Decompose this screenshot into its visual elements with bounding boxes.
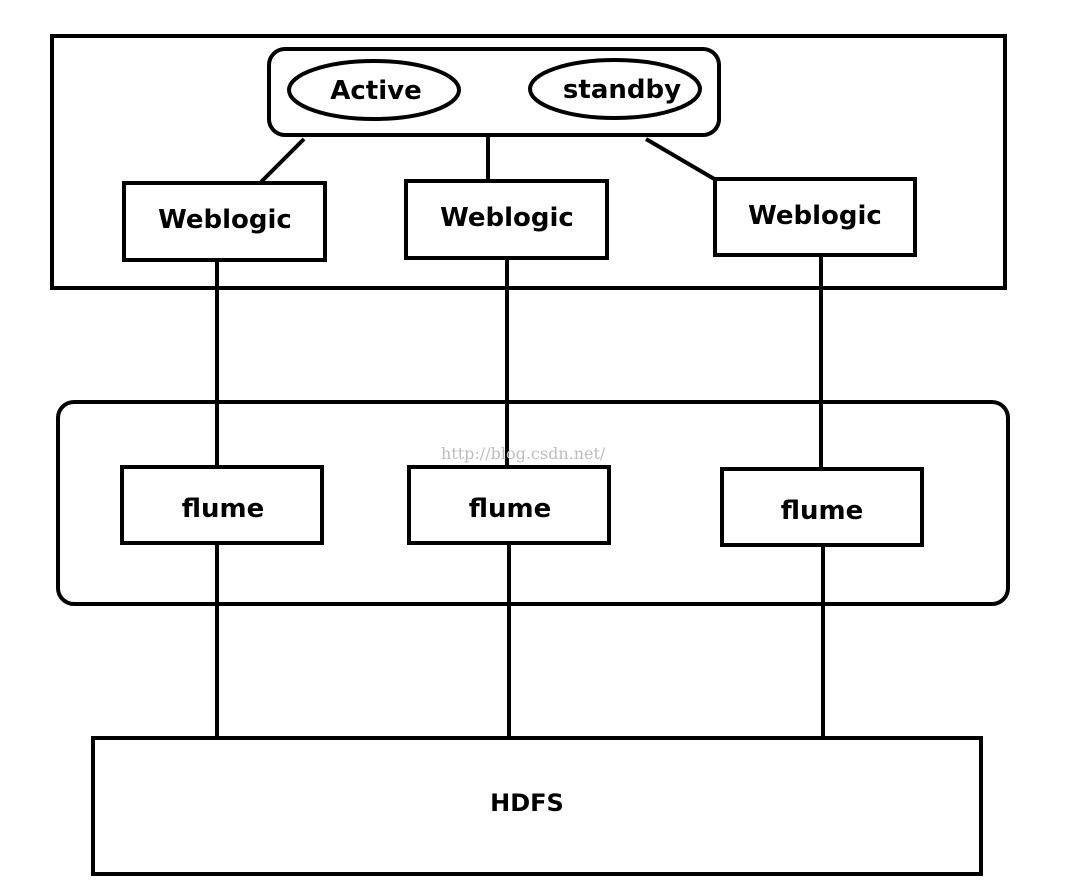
hdfs-label: HDFS <box>490 789 564 817</box>
cluster-container <box>50 34 1007 290</box>
flume-label-2: flume <box>469 494 552 524</box>
watermark-text: http://blog.csdn.net/ <box>441 444 606 463</box>
weblogic-label-2: Weblogic <box>440 203 574 233</box>
weblogic-node-1 <box>122 181 327 262</box>
weblogic-label-1: Weblogic <box>158 205 292 235</box>
standby-label: standby <box>563 75 681 105</box>
active-label: Active <box>330 76 421 106</box>
weblogic-node-3 <box>713 177 917 257</box>
ha-group-container <box>267 47 721 137</box>
weblogic-node-2 <box>404 179 609 260</box>
standby-node <box>528 58 702 120</box>
connector-ha-weblogic-1 <box>259 137 306 184</box>
flume-node-2 <box>407 465 611 545</box>
flume-node-1 <box>120 465 324 545</box>
connector-ha-weblogic-3 <box>644 137 718 182</box>
flume-label-3: flume <box>781 496 864 526</box>
weblogic-label-3: Weblogic <box>748 201 882 231</box>
flume-label-1: flume <box>182 494 265 524</box>
active-node <box>287 59 461 121</box>
hdfs-storage <box>91 736 983 876</box>
flume-layer-container <box>56 400 1010 606</box>
